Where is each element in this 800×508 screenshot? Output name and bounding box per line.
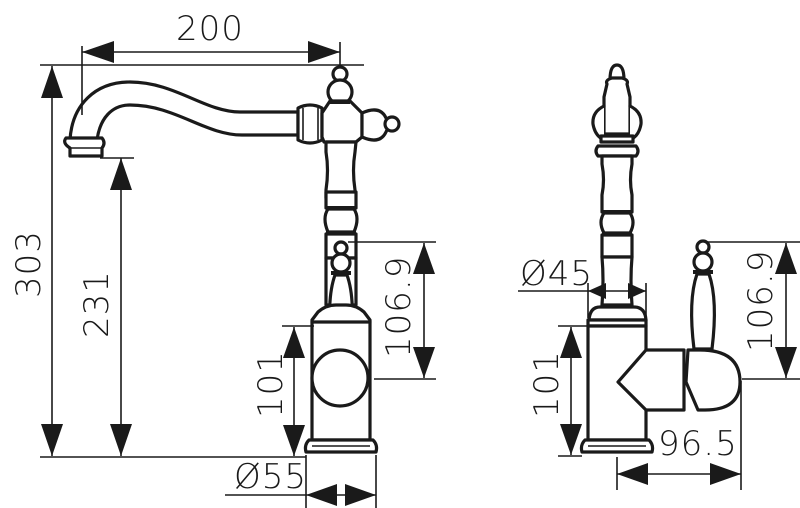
dim-column-diameter: Ø45 [518,254,647,318]
dim-label-303: 303 [9,230,49,298]
dim-label-106-9-front: 106.9 [379,256,419,358]
cross-body [320,65,401,144]
base-body [303,303,379,454]
front-view: 200 303 231 101 [9,9,436,508]
dim-label-231: 231 [77,270,117,338]
dim-label-45: Ø45 [520,254,593,294]
dim-label-200: 200 [176,9,244,49]
side-top [591,63,643,158]
dim-body-height-side: 101 [527,325,588,457]
dim-label-101-side: 101 [527,350,567,418]
dim-spout-reach: 200 [81,9,341,115]
dim-label-101-front: 101 [251,350,291,418]
dim-label-96-5: 96.5 [658,424,738,464]
side-view: Ø45 106.9 101 96.5 [518,63,800,490]
dim-spout-height: 231 [77,157,134,456]
side-body [579,239,742,454]
dim-total-height: 303 [9,66,63,456]
side-column [599,154,635,307]
dim-label-106-9-side: 106.9 [741,250,781,352]
dim-handle-height-side: 106.9 [706,241,800,380]
dim-label-55: Ø55 [234,457,307,497]
dim-body-height-front: 101 [251,325,314,456]
dim-base-diameter: Ø55 [225,455,377,508]
dim-handle-height-front: 106.9 [348,241,436,380]
spout [63,80,324,158]
dim-handle-projection: 96.5 [616,381,742,490]
